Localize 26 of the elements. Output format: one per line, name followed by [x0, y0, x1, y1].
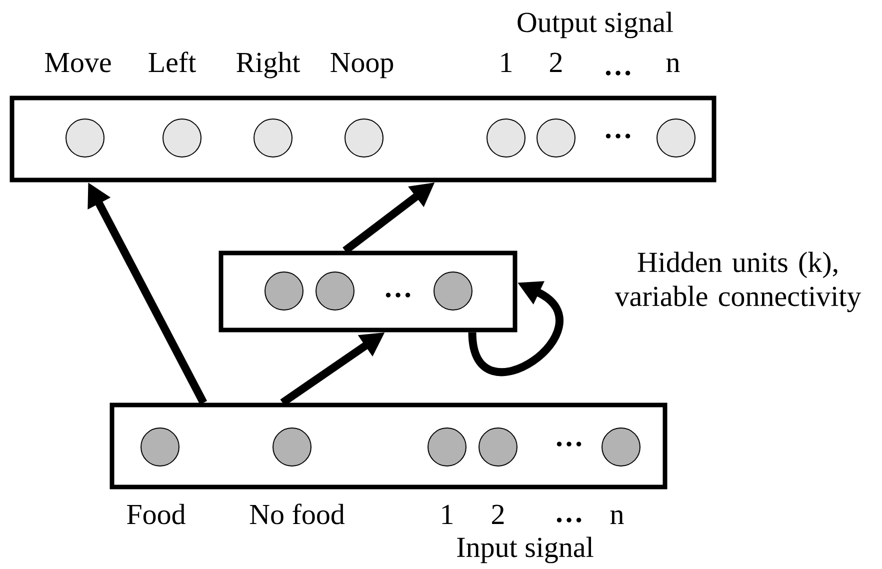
arrow: [468, 281, 563, 376]
unit-circle: [264, 272, 304, 310]
unit-label: 2: [492, 504, 504, 524]
layer-box: [110, 402, 668, 490]
unit-label: 1: [501, 52, 512, 72]
ellipsis-dots: …: [386, 292, 410, 298]
layer-box: [10, 96, 716, 182]
unit-circle: [316, 272, 354, 310]
ellipsis-dots: …: [606, 134, 630, 138]
ellipsis-dots: …: [606, 70, 630, 76]
ellipsis-dots: …: [556, 442, 582, 446]
unit-label: n: [610, 510, 624, 524]
signal-label: Input signal: [457, 536, 594, 564]
unit-label: Noop: [330, 53, 394, 78]
unit-label: Move: [45, 53, 111, 72]
unit-label: 1: [442, 504, 452, 524]
unit-label: Right: [236, 52, 300, 78]
ellipsis-dots: …: [556, 518, 582, 522]
unit-label: 2: [550, 52, 562, 72]
unit-label: n: [666, 58, 680, 72]
unit-label: Food: [127, 504, 186, 524]
signal-label: Output signal: [518, 12, 673, 38]
unit-label: Hidden units (k), variable connectivity: [614, 252, 862, 312]
unit-circle: [434, 272, 472, 310]
unit-label: No food: [250, 504, 345, 524]
unit-label: Left: [148, 52, 196, 72]
